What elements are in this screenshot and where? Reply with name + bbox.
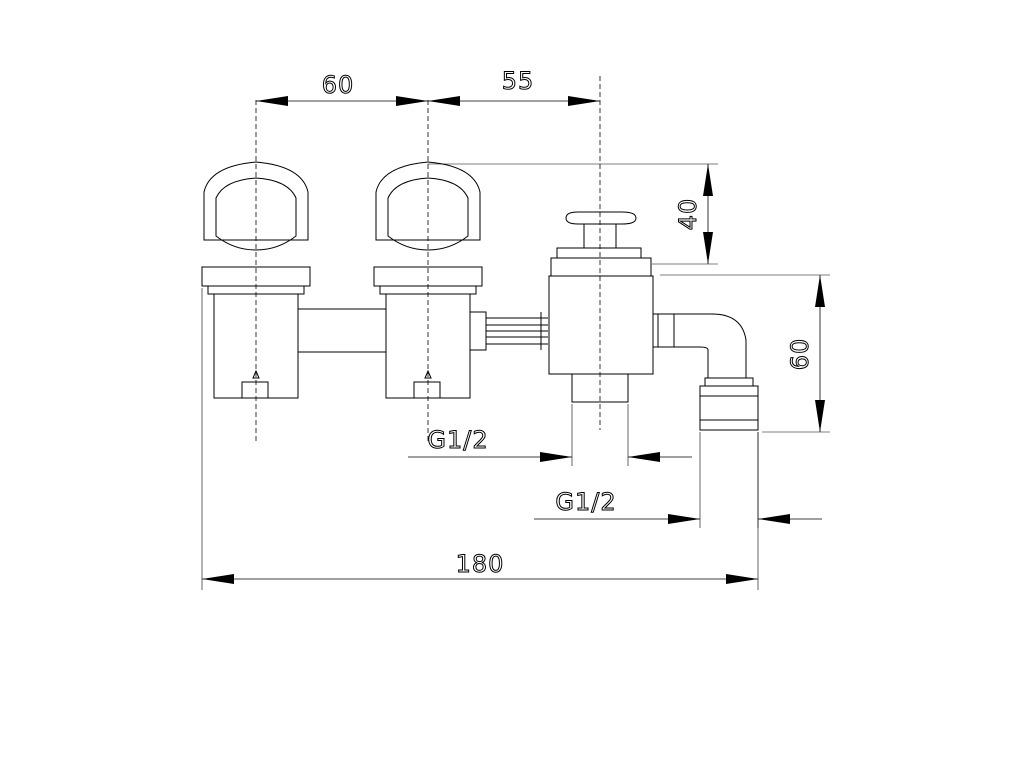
dimension-outlet-thread-label: G1/2: [427, 426, 488, 454]
dimension-overall-width-label: 180: [456, 550, 505, 578]
center-lines: [255, 76, 601, 442]
dimension-outlet-thread: G1/2: [408, 404, 692, 466]
dimension-left-spacing: 60: [256, 71, 428, 106]
dimension-spout-thread-label: G1/2: [555, 488, 616, 516]
diverter-body: [548, 211, 654, 403]
dimension-right-height-label: 60: [786, 338, 814, 371]
connecting-pipe: [298, 308, 386, 353]
dimension-right-spacing: 55: [428, 67, 600, 106]
dimension-top-height: 40: [428, 163, 718, 265]
side-connector: [469, 311, 548, 351]
spout-elbow: [653, 313, 759, 431]
dimension-right-height: 60: [660, 274, 830, 433]
dimension-top-height-label: 40: [674, 198, 702, 231]
dimension-left-spacing-label: 60: [322, 71, 355, 99]
dimension-right-spacing-label: 55: [502, 67, 535, 95]
dimension-overall-width: 180: [201, 288, 759, 590]
dimension-spout-thread: G1/2: [534, 432, 822, 528]
